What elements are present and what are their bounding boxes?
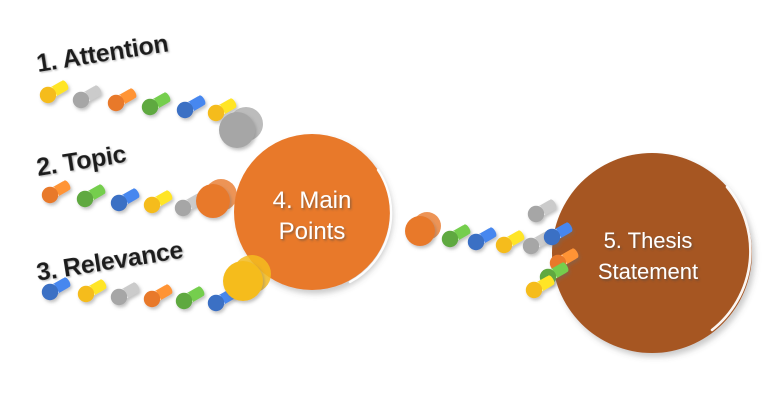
pin-green: [141, 92, 171, 116]
pin-yellow-2: [207, 98, 237, 122]
step-attention-label: 1. Attention: [35, 29, 171, 77]
main-points-line2: Points: [279, 218, 346, 245]
pin-green: [175, 286, 205, 310]
pin-gray: [110, 282, 140, 306]
main-points-line1: 4. Main: [273, 187, 352, 214]
node-thesis-statement[interactable]: 5. Thesis Statement: [552, 153, 752, 353]
pin-yellow: [77, 279, 107, 303]
pin-green: [441, 224, 471, 248]
node-marker-topic: [196, 179, 237, 218]
node-main-points[interactable]: 4. Main Points: [234, 134, 393, 290]
node-marker-connector: [405, 212, 441, 246]
pin-gray: [72, 85, 102, 109]
thesis-line2: Statement: [598, 259, 698, 284]
pin-yellow-bot: [525, 275, 555, 299]
main-points-highlight-arc: [348, 168, 393, 284]
pin-blue: [110, 188, 140, 212]
node-marker-relevance: [223, 255, 271, 301]
pin-row-connector: [441, 224, 552, 255]
thesis-line1: 5. Thesis: [604, 228, 693, 253]
step-attention[interactable]: 1. Attention: [35, 29, 263, 148]
node-marker-attention: [219, 107, 263, 148]
step-topic-label: 2. Topic: [35, 140, 129, 182]
pin-orange: [107, 88, 137, 112]
pin-cluster-thesis: [525, 199, 579, 299]
pin-blue: [41, 277, 71, 301]
pin-row-topic: [41, 180, 204, 217]
pin-blue: [467, 227, 497, 251]
pin-yellow: [143, 190, 173, 214]
pin-orange: [41, 180, 71, 204]
pin-orange: [143, 284, 173, 308]
thesis-statement-circle[interactable]: [552, 153, 752, 353]
step-relevance-label: 3. Relevance: [35, 236, 186, 287]
pin-gray-top: [527, 199, 557, 223]
pin-green: [76, 184, 106, 208]
pin-row-attention: [39, 80, 237, 122]
step-relevance[interactable]: 3. Relevance: [35, 236, 271, 312]
pin-yellow: [495, 230, 525, 254]
pin-yellow: [39, 80, 69, 104]
thesis-highlight-arc: [710, 185, 752, 332]
main-points-circle[interactable]: [234, 134, 390, 290]
pin-blue: [543, 222, 573, 246]
pin-blue: [176, 95, 206, 119]
step-topic[interactable]: 2. Topic: [35, 140, 237, 218]
